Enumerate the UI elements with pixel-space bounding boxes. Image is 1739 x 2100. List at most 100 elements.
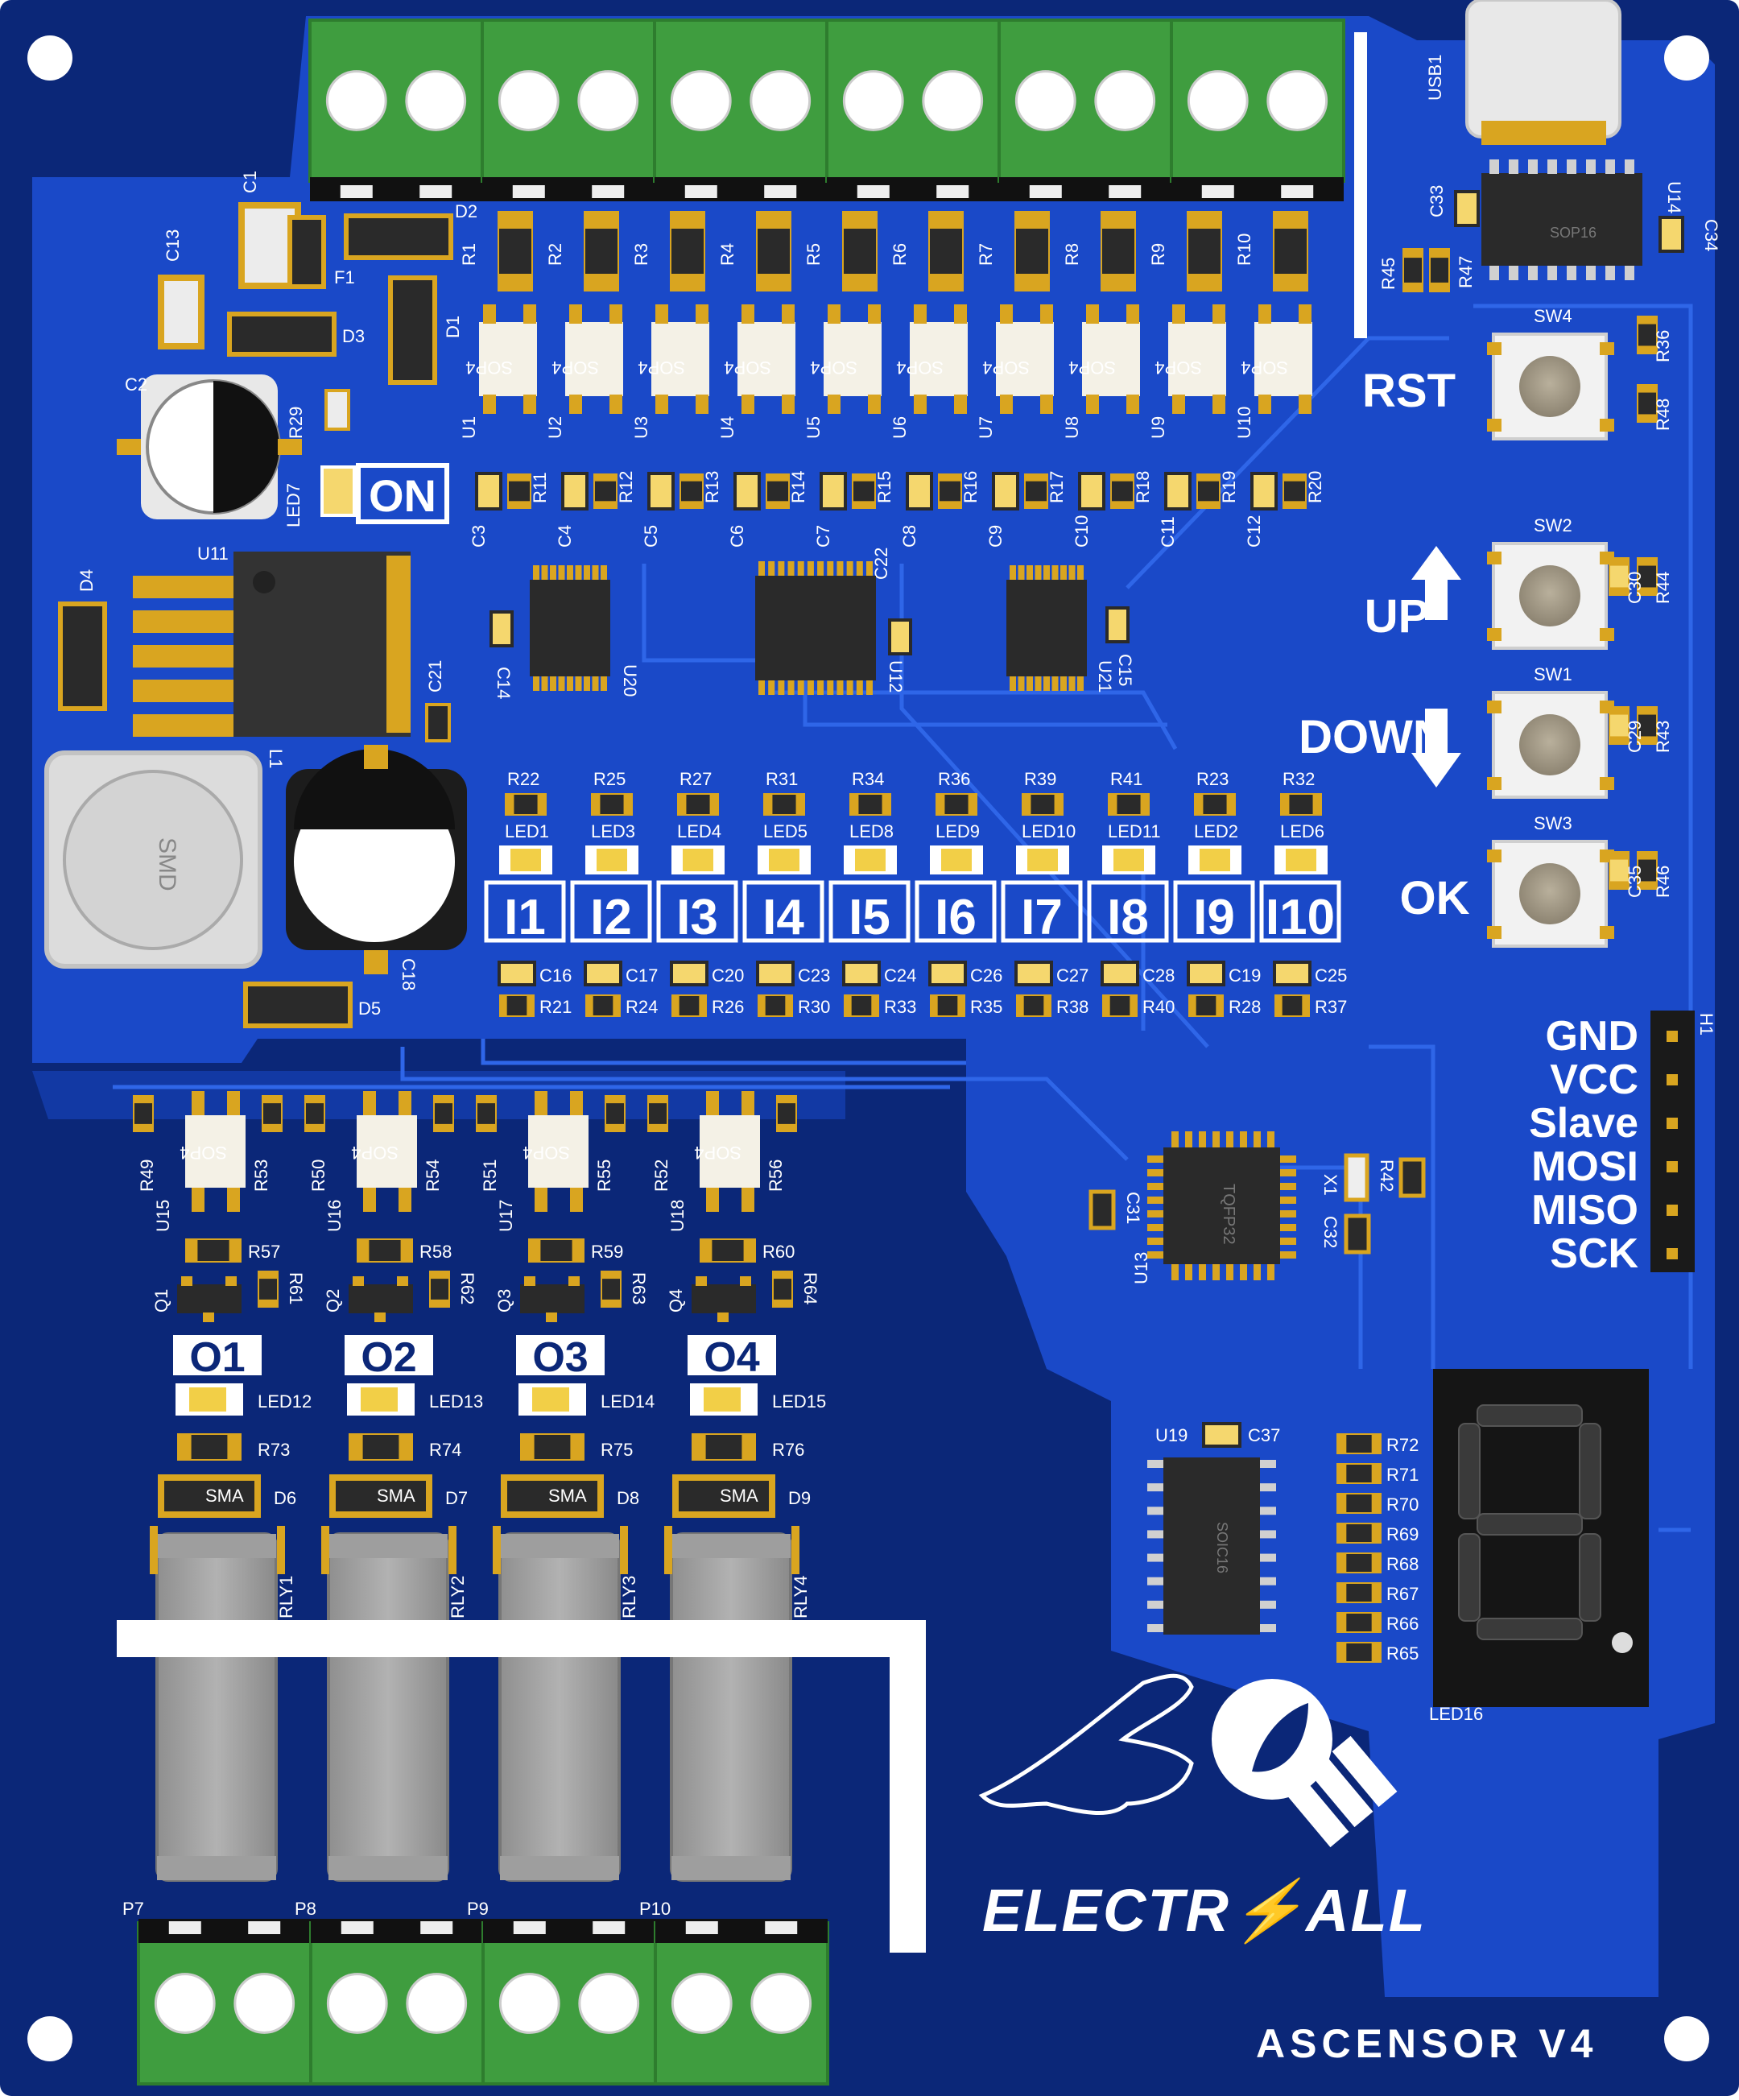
ic-pin xyxy=(1051,676,1059,691)
capacitor-label: C9 xyxy=(985,525,1006,548)
resistor-label: R35 xyxy=(970,997,1002,1017)
resistor xyxy=(435,1103,452,1124)
opto-package: SOP4 xyxy=(180,1143,227,1163)
terminal-block-pin xyxy=(512,185,545,198)
display-segment xyxy=(1579,1533,1601,1622)
capacitor xyxy=(584,961,622,986)
ic-pin xyxy=(1147,1507,1163,1515)
opto-pin xyxy=(535,1188,547,1212)
terminal-block-screw xyxy=(498,70,560,131)
ic-pin xyxy=(866,561,873,576)
u11-label: U11 xyxy=(197,544,229,564)
relay-bottom xyxy=(328,1856,448,1880)
terminal-block-pin xyxy=(857,185,890,198)
ic-pin xyxy=(1212,1131,1220,1147)
led xyxy=(1200,849,1230,871)
input-box xyxy=(828,880,911,943)
resistor-label: R61 xyxy=(286,1272,306,1304)
resistor xyxy=(1346,1584,1372,1602)
button-pin xyxy=(1487,342,1501,355)
ic-pin xyxy=(1280,1251,1296,1259)
ic-pin xyxy=(817,680,824,695)
terminal-block-screw xyxy=(406,1973,468,2034)
terminal-block-screw xyxy=(1266,70,1328,131)
opto-pin xyxy=(483,304,496,324)
opto-label: U2 xyxy=(545,416,565,439)
resistor-label: R7 xyxy=(976,243,996,266)
c14-label: C14 xyxy=(494,667,514,699)
ic-u20: U20 xyxy=(530,565,640,697)
header-pin-label: GND xyxy=(1545,1013,1638,1060)
relay-pin xyxy=(493,1526,501,1574)
c34-label: C34 xyxy=(1701,219,1721,251)
opto-pin xyxy=(570,1188,583,1212)
relay-top xyxy=(500,1534,619,1558)
r29-label: R29 xyxy=(286,407,306,439)
ic-pin xyxy=(1267,1264,1274,1280)
button-pin xyxy=(1487,628,1501,641)
optocoupler xyxy=(357,1115,417,1188)
led-label: LED14 xyxy=(601,1391,655,1412)
opto-pin xyxy=(1000,304,1013,324)
resistor-label: R55 xyxy=(594,1160,614,1192)
capacitor xyxy=(888,618,912,655)
resistor-label: R40 xyxy=(1142,997,1175,1017)
capacitor-label: C27 xyxy=(1056,965,1088,986)
ic-pin xyxy=(1043,565,1050,580)
opto-pin xyxy=(954,395,967,414)
resistor xyxy=(774,1279,791,1300)
ic-pin xyxy=(1625,266,1634,280)
resistor-label: R41 xyxy=(1110,769,1142,789)
ic-pin xyxy=(1254,1264,1261,1280)
terminal-block-pin xyxy=(419,185,452,198)
resistor xyxy=(765,996,786,1015)
ic-pin xyxy=(1199,1131,1206,1147)
ic-pin xyxy=(1240,1264,1247,1280)
input-box xyxy=(1173,880,1255,943)
display-digit-value: 8 xyxy=(0,0,1,1)
opto-label: U17 xyxy=(496,1200,516,1232)
u19-pkg: SOIC16 xyxy=(1214,1522,1230,1573)
terminal-block-pin xyxy=(1029,185,1062,198)
ic-pin xyxy=(1147,1224,1163,1231)
resistor xyxy=(1023,996,1044,1015)
opto-pin xyxy=(914,395,927,414)
resistor xyxy=(853,481,874,502)
relay xyxy=(670,1532,792,1882)
relay-top xyxy=(671,1534,791,1558)
ic-pin xyxy=(1147,1197,1163,1204)
resistor xyxy=(306,1103,324,1124)
resistor xyxy=(606,1103,624,1124)
terminal-block-screw xyxy=(1014,70,1076,131)
passive xyxy=(1638,859,1656,882)
terminal-block-screw xyxy=(671,1973,733,2034)
output-box xyxy=(173,1335,262,1375)
led-label: LED13 xyxy=(429,1391,483,1412)
terminal-label: P9 xyxy=(467,1899,489,1919)
opto-pin xyxy=(741,1091,754,1115)
resistor-label: R62 xyxy=(457,1272,477,1304)
ic-pin xyxy=(1280,1210,1296,1217)
led xyxy=(941,849,972,871)
relay-label: RLY3 xyxy=(619,1576,639,1618)
button-pin xyxy=(1487,701,1501,713)
capacitor-label: C28 xyxy=(1142,965,1175,986)
ic-pin xyxy=(1260,1483,1276,1492)
opto-pin xyxy=(1212,304,1225,324)
resistor-label: R69 xyxy=(1386,1524,1419,1544)
resistor xyxy=(844,229,876,274)
ic-pin xyxy=(768,561,775,576)
terminal-block-screw xyxy=(405,70,467,131)
capacitor-label: C5 xyxy=(641,525,661,548)
resistor-label: R36 xyxy=(938,769,970,789)
silk-l-bar xyxy=(117,1620,926,1953)
led-label: LED5 xyxy=(763,821,808,841)
terminal-block-pin xyxy=(685,1921,718,1934)
ic-pin xyxy=(1260,1530,1276,1539)
opto-pin xyxy=(1258,304,1271,324)
resistor xyxy=(585,229,618,274)
optocoupler xyxy=(185,1115,246,1188)
opto-package: SOP4 xyxy=(1155,358,1202,378)
opto-label: U1 xyxy=(459,416,479,439)
c31-label: C31 xyxy=(1123,1192,1143,1224)
